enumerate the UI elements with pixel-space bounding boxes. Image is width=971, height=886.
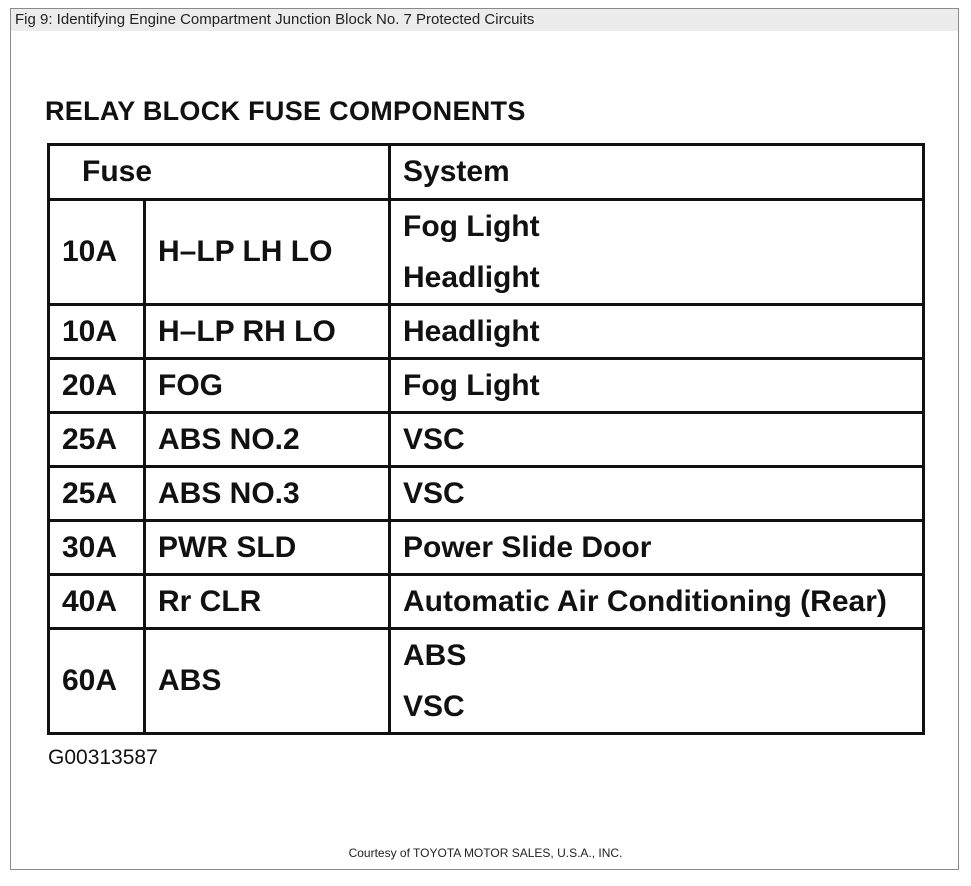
system-name: ABS — [403, 639, 467, 672]
fuse-name-cell: ABS — [143, 627, 391, 735]
system-cell: Headlight — [388, 303, 925, 360]
system-cell: VSC — [388, 411, 925, 468]
table-heading: RELAY BLOCK FUSE COMPONENTS — [45, 96, 526, 126]
system-name: Headlight — [403, 315, 540, 348]
system-cell: Automatic Air Conditioning (Rear) — [388, 573, 925, 630]
system-name: VSC — [403, 477, 465, 510]
system-name: Fog Light — [403, 369, 540, 402]
system-name: VSC — [403, 423, 465, 456]
column-header-fuse: Fuse — [47, 143, 391, 201]
table-header-row: Fuse System — [47, 143, 925, 201]
fuse-name-cell: H–LP RH LO — [143, 303, 391, 360]
fuse-name-cell: PWR SLD — [143, 519, 391, 576]
column-header-system: System — [388, 143, 925, 201]
figure-id: G00313587 — [48, 746, 158, 769]
system-cell: Power Slide Door — [388, 519, 925, 576]
fuse-amperage-cell: 20A — [47, 357, 146, 414]
fuse-amperage-cell: 25A — [47, 465, 146, 522]
fuse-amperage-cell: 10A — [47, 198, 146, 306]
courtesy-credit: Courtesy of TOYOTA MOTOR SALES, U.S.A., … — [348, 846, 623, 860]
system-cell: Fog Light — [388, 357, 925, 414]
fuse-name-cell: H–LP LH LO — [143, 198, 391, 306]
fuse-name-cell: ABS NO.3 — [143, 465, 391, 522]
system-name: Automatic Air Conditioning (Rear) — [403, 585, 887, 618]
system-name: VSC — [403, 690, 465, 723]
system-name: Headlight — [403, 261, 540, 294]
system-cell: ABS VSC — [388, 627, 925, 735]
fuse-name-cell: Rr CLR — [143, 573, 391, 630]
system-cell: VSC — [388, 465, 925, 522]
figure-caption: Fig 9: Identifying Engine Compartment Ju… — [11, 9, 958, 31]
fuse-amperage-cell: 40A — [47, 573, 146, 630]
fuse-amperage-cell: 25A — [47, 411, 146, 468]
fuse-name-cell: ABS NO.2 — [143, 411, 391, 468]
fuse-amperage-cell: 60A — [47, 627, 146, 735]
fuse-amperage-cell: 10A — [47, 303, 146, 360]
fuse-name-cell: FOG — [143, 357, 391, 414]
fuse-amperage-cell: 30A — [47, 519, 146, 576]
system-name: Fog Light — [403, 210, 540, 243]
system-name: Power Slide Door — [403, 531, 652, 564]
